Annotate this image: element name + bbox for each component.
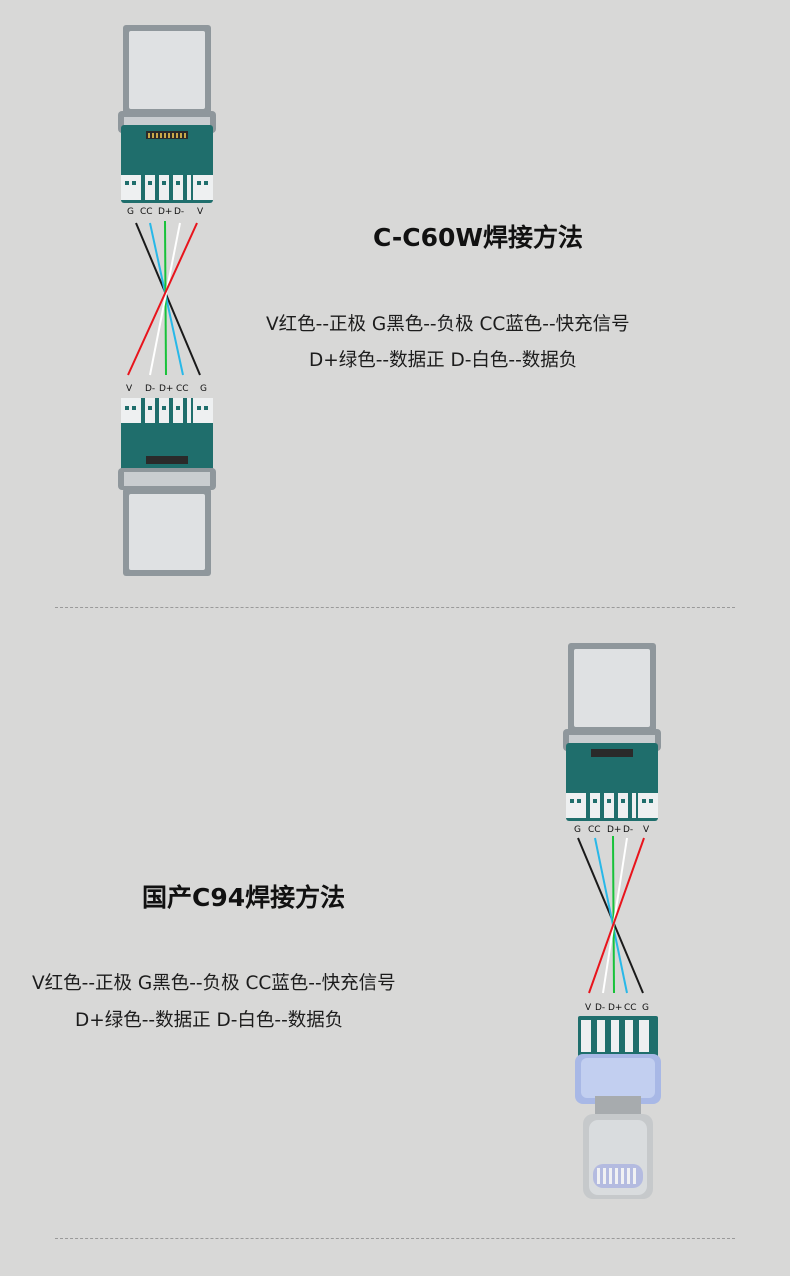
wire-blue [594,837,628,994]
pin-label-g: G [127,207,134,217]
wire-red [588,837,645,994]
bottom-usb-c-connector-1 [118,398,216,576]
pin-label-g: G [200,384,207,394]
pin-label-cc: CC [624,1003,637,1013]
section2-title: 国产C94焊接方法 [142,883,346,912]
bottom-pin-labels-2: V D- D+ CC G [585,1003,649,1013]
pin-label-cc: CC [176,384,189,394]
wire-white [149,222,181,376]
pin-label-v: V [197,207,204,217]
top-pin-labels-1: G CC D+ D- V [127,207,204,217]
section2-line2: D+绿色--数据正 D-白色--数据负 [75,1010,344,1031]
section2-line1: V红色--正极 G黑色--负极 CC蓝色--快充信号 [32,973,396,994]
section-divider-2 [55,1238,735,1239]
wire-green [612,835,615,994]
lightning-connector [575,1016,661,1199]
pin-label-dplus: D+ [608,1003,622,1013]
wire-white [602,837,628,994]
wire-red [127,222,198,376]
pin-label-cc: CC [588,825,601,835]
pin-label-v: V [126,384,133,394]
top-usb-c-connector-1 [118,25,216,203]
pin-label-g: G [642,1003,649,1013]
pin-label-g: G [574,825,581,835]
section-divider-1 [55,607,735,608]
pin-label-dminus: D- [595,1003,605,1013]
pin-label-dplus: D+ [607,825,621,835]
pin-label-dminus: D- [623,825,633,835]
section1-line1: V红色--正极 G黑色--负极 CC蓝色--快充信号 [266,314,630,335]
pin-label-dplus: D+ [158,207,172,217]
wire-black [135,222,201,376]
pin-label-cc: CC [140,207,153,217]
section1-title: C-C60W焊接方法 [373,223,584,252]
pin-label-v: V [643,825,650,835]
pin-label-dminus: D- [145,384,155,394]
top-usb-c-connector-2 [563,643,661,821]
pin-label-v: V [585,1003,592,1013]
top-pin-labels-2: G CC D+ D- V [574,825,650,835]
pin-label-dminus: D- [174,207,184,217]
pin-label-dplus: D+ [159,384,173,394]
bottom-pin-labels-1: V D- D+ CC G [126,384,207,394]
section1-line2: D+绿色--数据正 D-白色--数据负 [309,350,578,371]
